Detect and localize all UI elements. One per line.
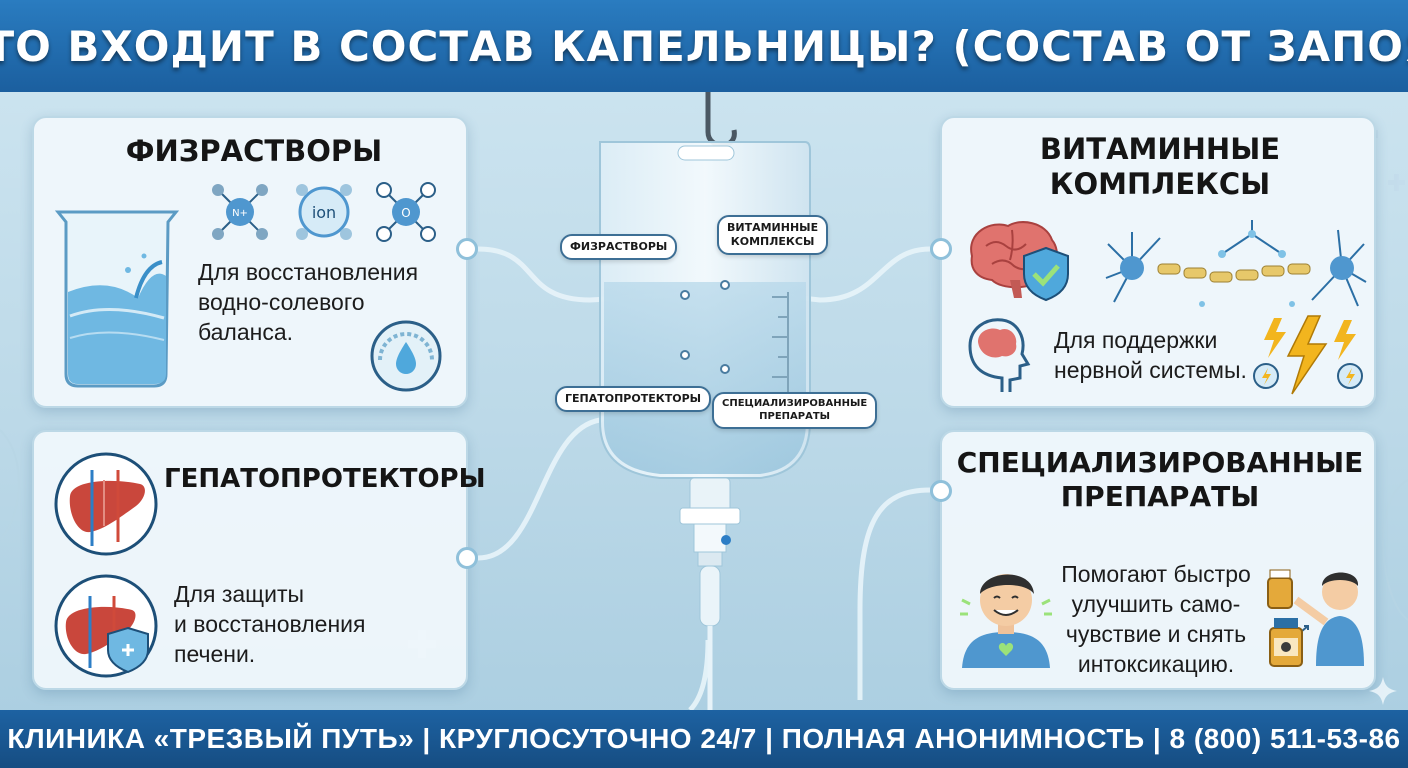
connector-vitamins — [930, 238, 952, 260]
beaker-icon — [54, 210, 180, 388]
card-title-vitamins: ВИТАМИННЫЕ КОМПЛЕКСЫ — [1039, 132, 1281, 201]
page-title: ЧТО ВХОДИТ В СОСТАВ КАПЕЛЬНИЦЫ? (СОСТАВ … — [0, 21, 1408, 71]
card-special: СПЕЦИАЛИЗИРОВАННЫЕ ПРЕПАРАТЫ Помогают бы… — [940, 430, 1376, 690]
card-saline: ФИЗРАСТВОРЫ N+ ion O Для восстановления … — [32, 116, 468, 408]
molecule-icon: N+ — [212, 184, 268, 240]
man-with-medicine-icon — [1267, 569, 1364, 666]
card-desc-hepato: Для защиты и восстановления печени. — [174, 581, 366, 667]
card-vitamins: ВИТАМИННЫЕ КОМПЛЕКСЫ Для поддержки нервн… — [940, 116, 1376, 408]
medicine-bottle-icon — [1269, 618, 1303, 667]
connector-hepato — [456, 547, 478, 569]
molecule-label: N+ — [232, 208, 248, 219]
ion-label: ion — [312, 203, 336, 222]
liver-shield-icon — [54, 574, 158, 678]
neuron-icon — [1105, 220, 1367, 307]
card-desc-saline: Для восстановления водно-солевого баланс… — [198, 259, 419, 345]
bag-dot-vitamins — [720, 280, 730, 290]
bag-label-special: СПЕЦИАЛИЗИРОВАННЫЕ ПРЕПАРАТЫ — [712, 392, 878, 429]
card-title-saline: ФИЗРАСТВОРЫ — [125, 134, 383, 168]
bag-label-hepato: ГЕПАТОПРОТЕКТОРЫ — [555, 386, 712, 412]
smiling-man-icon — [960, 574, 1052, 668]
connector-special — [930, 480, 952, 502]
header-banner: ЧТО ВХОДИТ В СОСТАВ КАПЕЛЬНИЦЫ? (СОСТАВ … — [0, 0, 1408, 92]
water-molecule-label: O — [401, 206, 410, 220]
bag-dot-special — [720, 364, 730, 374]
head-brain-icon — [968, 318, 1031, 392]
sparkle-icon — [1369, 677, 1397, 705]
lightning-icon — [1253, 315, 1363, 395]
bag-label-vitamins: ВИТАМИННЫЕ КОМПЛЕКСЫ — [717, 215, 829, 255]
card-desc-vitamins: Для поддержки нервной системы. — [1054, 327, 1247, 383]
connector-saline — [456, 238, 478, 260]
ion-icon: ion — [296, 184, 352, 240]
card-hepato: ГЕПАТОПРОТЕКТОРЫ Для защиты и восстановл… — [32, 430, 486, 690]
card-desc-special: Помогают быстро улучшить само- чувствие … — [1061, 561, 1251, 677]
water-gauge-icon — [370, 320, 442, 392]
liver-icon — [54, 452, 158, 556]
shield-check-icon — [1023, 246, 1069, 302]
bag-dot-saline — [680, 290, 690, 300]
card-title-special: СПЕЦИАЛИЗИРОВАННЫЕ ПРЕПАРАТЫ — [956, 446, 1364, 513]
footer-text: КЛИНИКА «ТРЕЗВЫЙ ПУТЬ» | КРУГЛОСУТОЧНО 2… — [7, 723, 1401, 754]
bag-dot-hepato — [680, 350, 690, 360]
water-molecule-icon: O — [376, 182, 436, 242]
footer-banner: КЛИНИКА «ТРЕЗВЫЙ ПУТЬ» | КРУГЛОСУТОЧНО 2… — [0, 710, 1408, 768]
card-title-hepato: ГЕПАТОПРОТЕКТОРЫ — [164, 464, 486, 494]
bag-label-saline: ФИЗРАСТВОРЫ — [560, 234, 678, 260]
